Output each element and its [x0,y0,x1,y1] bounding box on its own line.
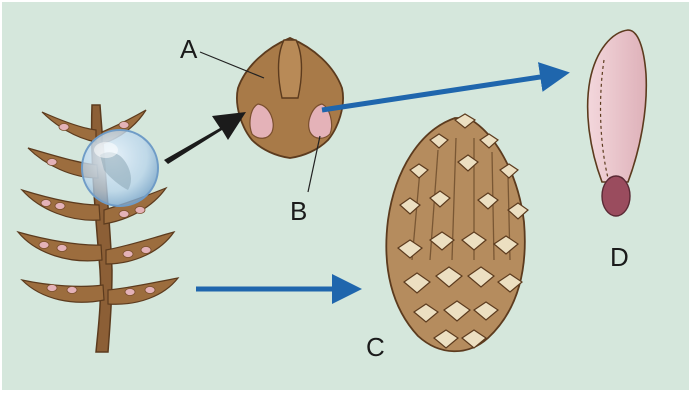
label-b: B [290,196,307,226]
label-c: C [366,332,385,362]
label-a: A [180,34,198,64]
seed-body [602,176,630,216]
magnifier-lens [82,130,158,206]
label-d: D [610,242,629,272]
